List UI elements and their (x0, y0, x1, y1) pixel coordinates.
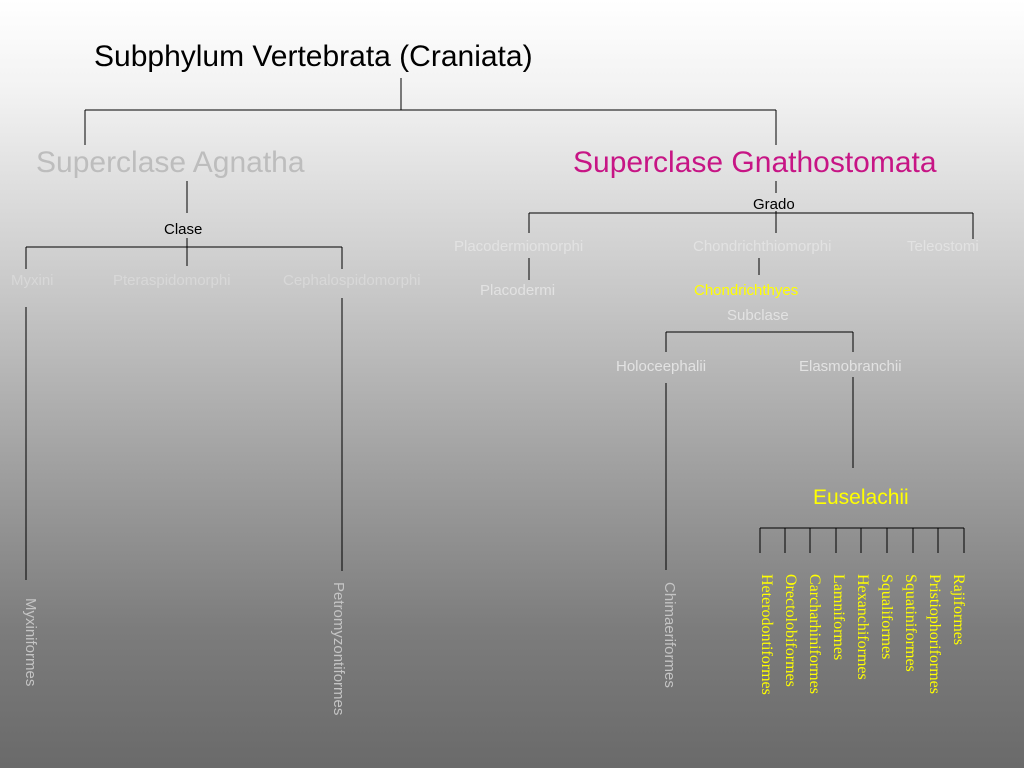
order-pristiophoriformes: Pristiophoriformes (926, 574, 943, 694)
order-heterodontiformes: Heterodontiformes (758, 574, 775, 695)
class-pteraspidomorphi: Pteraspidomorphi (113, 272, 231, 289)
rank-label-clase: Clase (164, 221, 203, 238)
superorder-euselachii: Euselachii (813, 486, 909, 509)
subclass-holoceephalii: Holoceephalii (616, 358, 707, 375)
order-petromyzontiformes: Petromyzontiformes (330, 582, 347, 716)
order-carcharhiniformes: Carcharhiniformes (806, 574, 823, 694)
order-hexanchiformes: Hexanchiformes (854, 574, 871, 680)
grade-placodermiomorphi: Placodermiomorphi (454, 238, 584, 255)
order-lamniformes: Lamniformes (830, 574, 847, 661)
superclass-agnatha: Superclase Agnatha (36, 146, 305, 179)
grade-chondrichthiomorphi: Chondrichthiomorphi (693, 238, 832, 255)
rank-label-subclase: Subclase (727, 307, 789, 324)
superclass-gnathostomata: Superclase Gnathostomata (573, 146, 937, 179)
order-rajiformes: Rajiformes (950, 574, 967, 646)
order-chimaeriformes: Chimaeriformes (661, 582, 678, 688)
rank-label-grado: Grado (753, 196, 795, 213)
class-cephalospidomorphi: Cephalospidomorphi (283, 272, 421, 289)
order-squaliformes: Squaliformes (878, 574, 895, 660)
class-placodermi: Placodermi (480, 282, 556, 299)
order-myxiniformes: Myxiniformes (22, 598, 39, 687)
diagram-title: Subphylum Vertebrata (Craniata) (94, 40, 533, 73)
order-orectolobiformes: Orectolobiformes (782, 574, 799, 687)
order-squatiniformes: Squatiniformes (902, 574, 919, 672)
subclass-elasmobranchii: Elasmobranchii (799, 358, 902, 375)
class-chondrichthyes: Chondrichthyes (694, 282, 799, 299)
class-myxini: Myxini (11, 272, 54, 289)
grade-teleostomi: Teleostomi (907, 238, 979, 255)
